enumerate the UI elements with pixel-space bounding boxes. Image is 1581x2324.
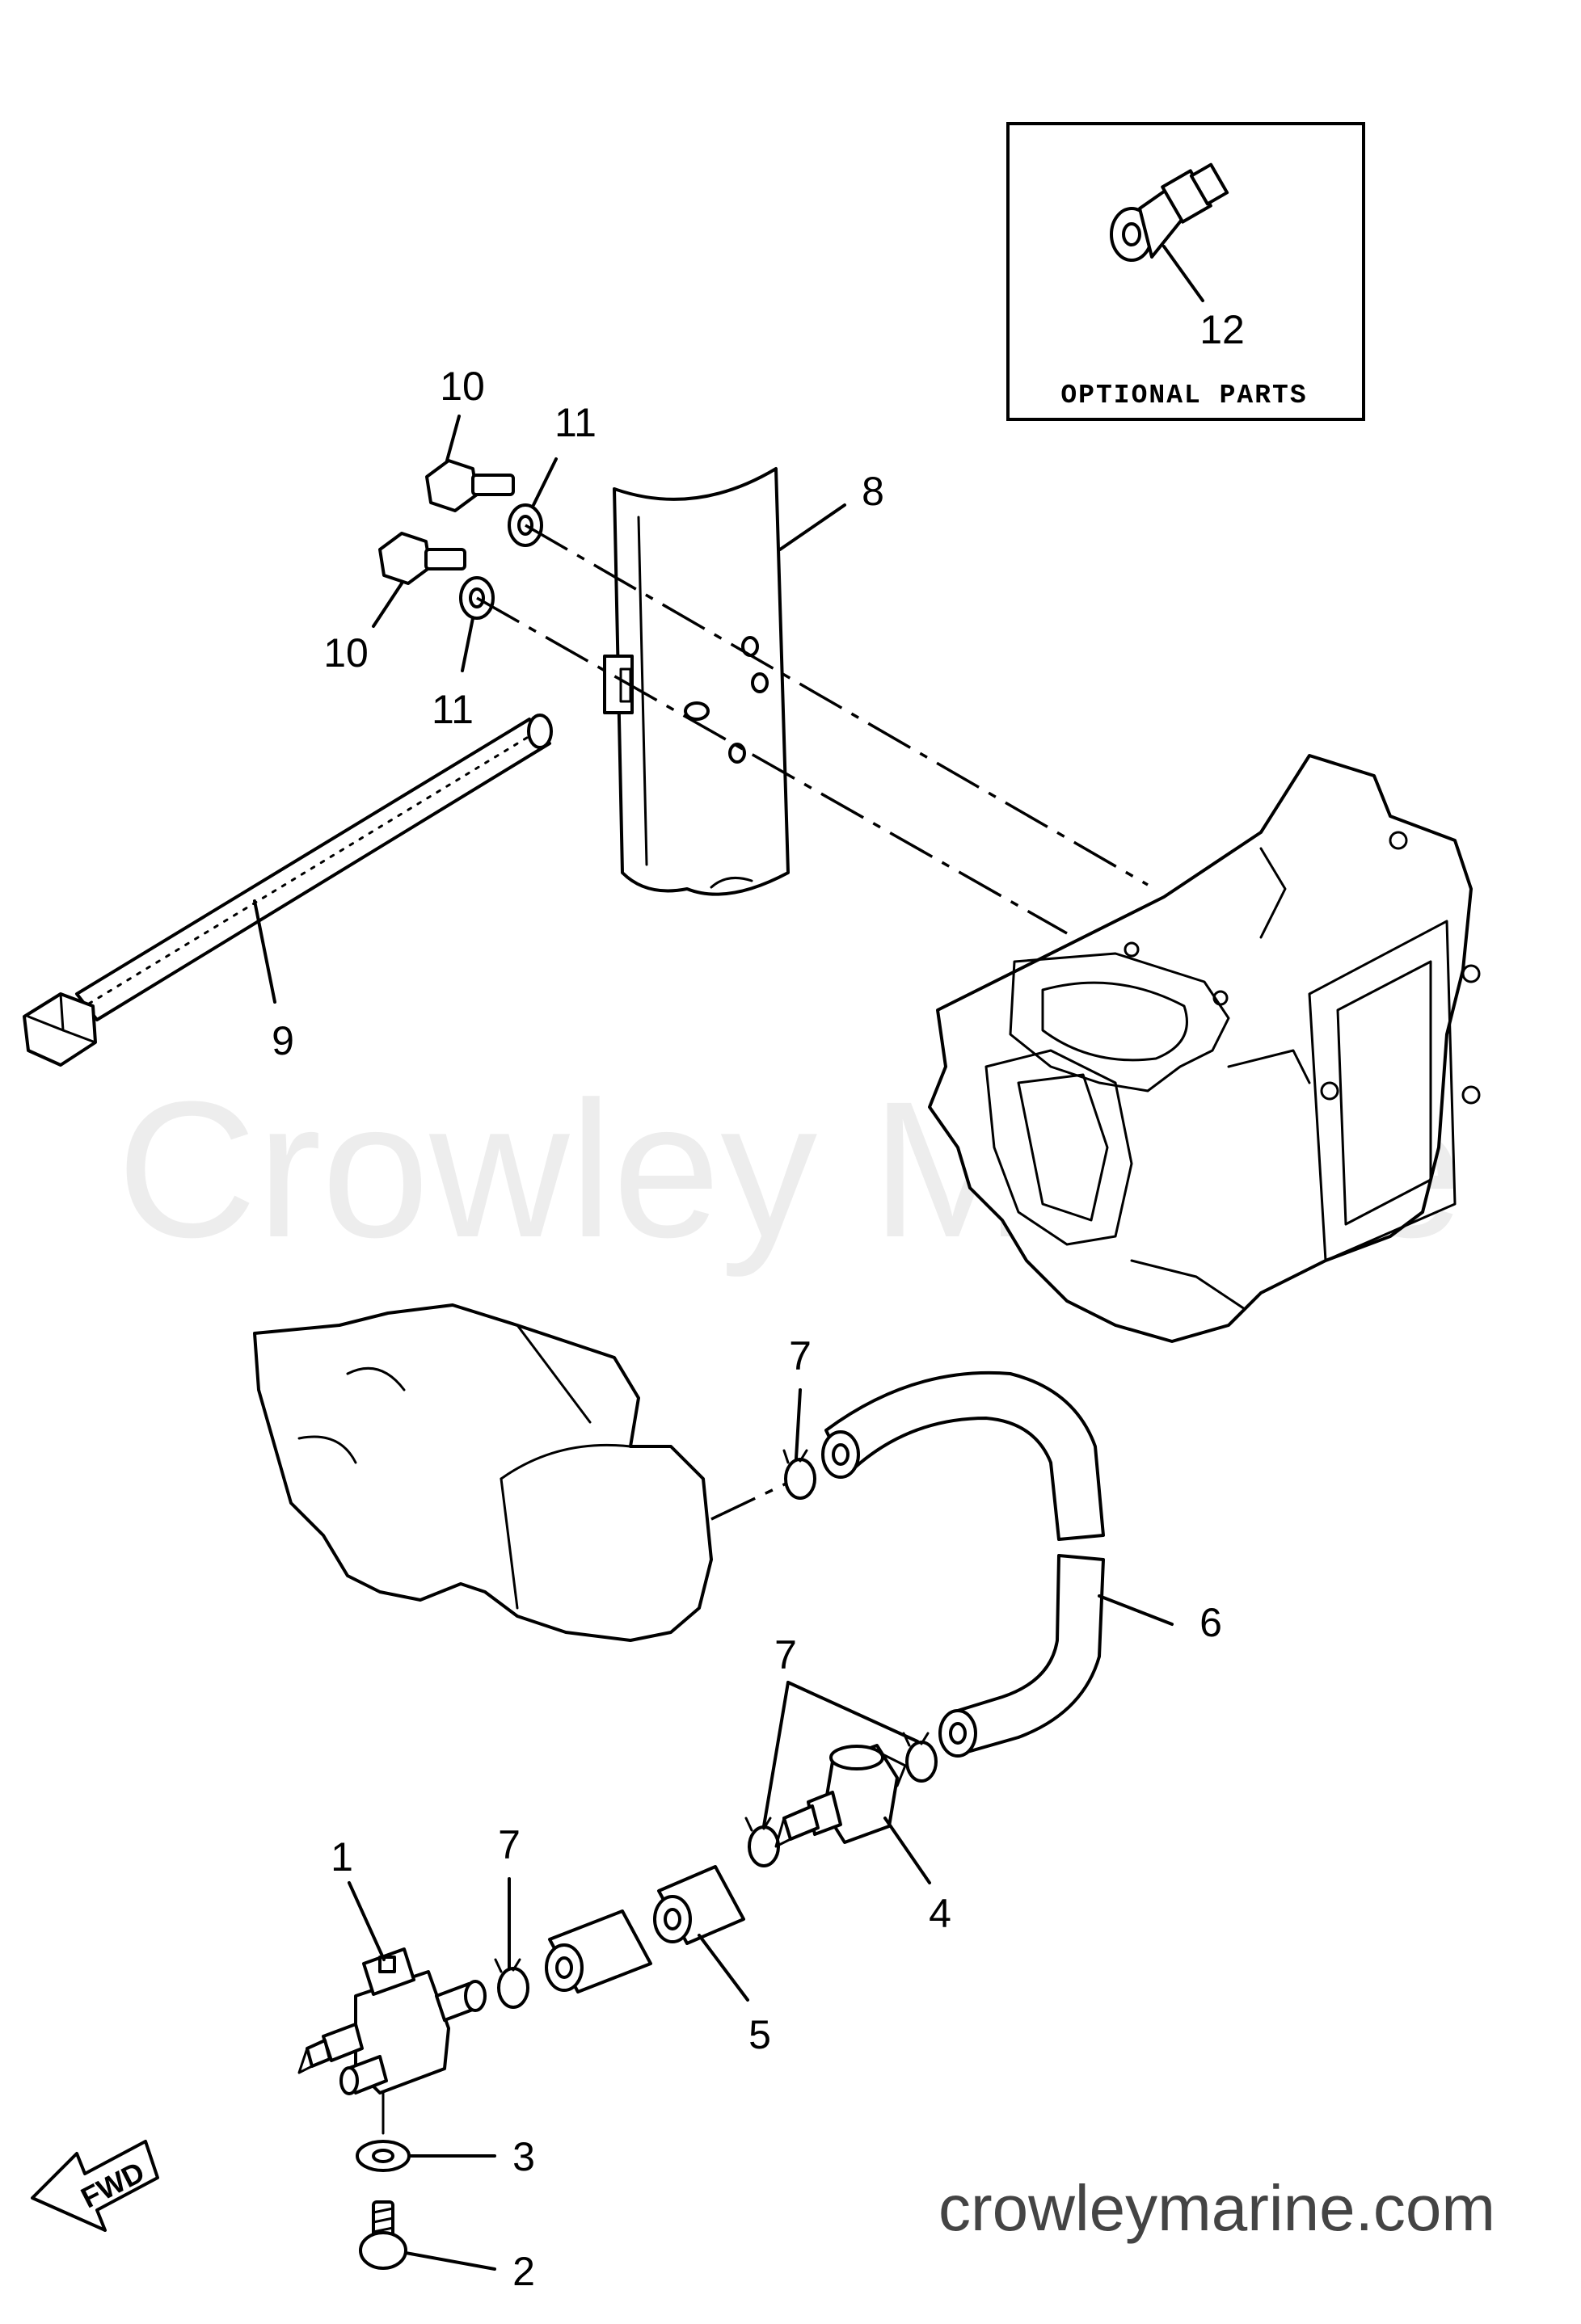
- part-7-clamp-middle-right[interactable]: [902, 1732, 938, 1783]
- alignment-line-upper: [525, 524, 1149, 886]
- callout-3: 3: [512, 2134, 535, 2179]
- callout-4: 4: [929, 1891, 951, 1936]
- leader-6: [1098, 1594, 1174, 1626]
- part-1-fuel-cock[interactable]: [297, 1947, 487, 2095]
- part-7-clamp-lower[interactable]: [494, 1958, 529, 2009]
- leader-1: [348, 1881, 386, 1961]
- fwd-arrow-icon: FWD: [31, 2140, 159, 2232]
- leader-5: [698, 1934, 749, 2002]
- part-12-fitting[interactable]: [1110, 162, 1229, 262]
- part-10-bolt-lower[interactable]: [378, 532, 466, 585]
- callout-10-lower: 10: [323, 630, 369, 676]
- callout-7-upper: 7: [789, 1333, 812, 1379]
- callout-7-middle: 7: [774, 1632, 797, 1678]
- optional-parts-box: 12 OPTIONAL PARTS: [1006, 122, 1365, 421]
- leader-8: [778, 503, 846, 551]
- leader-11-lower: [461, 617, 474, 672]
- part-5-hose-right[interactable]: [653, 1865, 745, 1945]
- alignment-line-carb: [710, 1477, 797, 1521]
- leader-10-upper: [445, 415, 461, 462]
- site-url: crowleymarine.com: [938, 2172, 1495, 2244]
- optional-parts-label: OPTIONAL PARTS: [1060, 381, 1307, 410]
- callout-9: 9: [272, 1018, 294, 1063]
- leader-9: [253, 899, 276, 1004]
- callout-1: 1: [331, 1834, 353, 1880]
- part-5-hose-left[interactable]: [545, 1909, 652, 1994]
- callout-11-upper: 11: [554, 400, 597, 445]
- leader-10-lower: [372, 582, 403, 628]
- leader-7-middle-right: [786, 1681, 919, 1743]
- part-6-fuel-hose-lower[interactable]: [938, 1554, 1105, 1758]
- callout-6: 6: [1199, 1600, 1222, 1645]
- leader-12: [1162, 245, 1204, 302]
- part-3-washer[interactable]: [356, 2140, 411, 2172]
- part-4-fuel-joint[interactable]: [774, 1744, 907, 1848]
- part-8-cover[interactable]: [603, 467, 790, 896]
- part-2-screw[interactable]: [359, 2200, 407, 2270]
- leader-2: [404, 2251, 496, 2271]
- leader-7-middle-left: [762, 1681, 790, 1828]
- part-10-bolt-upper[interactable]: [425, 459, 515, 512]
- leader-11-upper: [532, 457, 558, 507]
- leader-7-upper: [795, 1388, 802, 1460]
- engine-block: [928, 754, 1481, 1343]
- callout-8: 8: [862, 469, 884, 514]
- callout-11-lower: 11: [432, 687, 474, 732]
- part-7-clamp-middle-left[interactable]: [744, 1817, 780, 1867]
- part-7-clamp-upper[interactable]: [782, 1449, 816, 1500]
- part-9-cable-tie[interactable]: [23, 714, 553, 1067]
- callout-2: 2: [512, 2249, 535, 2294]
- alignment-line-lower: [476, 596, 1068, 935]
- carburetor-outline: [253, 1303, 713, 1642]
- part-6-fuel-hose-upper[interactable]: [821, 1370, 1105, 1541]
- callout-7-lower: 7: [498, 1822, 521, 1867]
- callout-12: 12: [1199, 307, 1245, 352]
- leader-4: [883, 1817, 931, 1884]
- part-11-washer-upper[interactable]: [508, 503, 543, 547]
- callout-10-upper: 10: [440, 364, 485, 409]
- callout-5: 5: [748, 2012, 771, 2057]
